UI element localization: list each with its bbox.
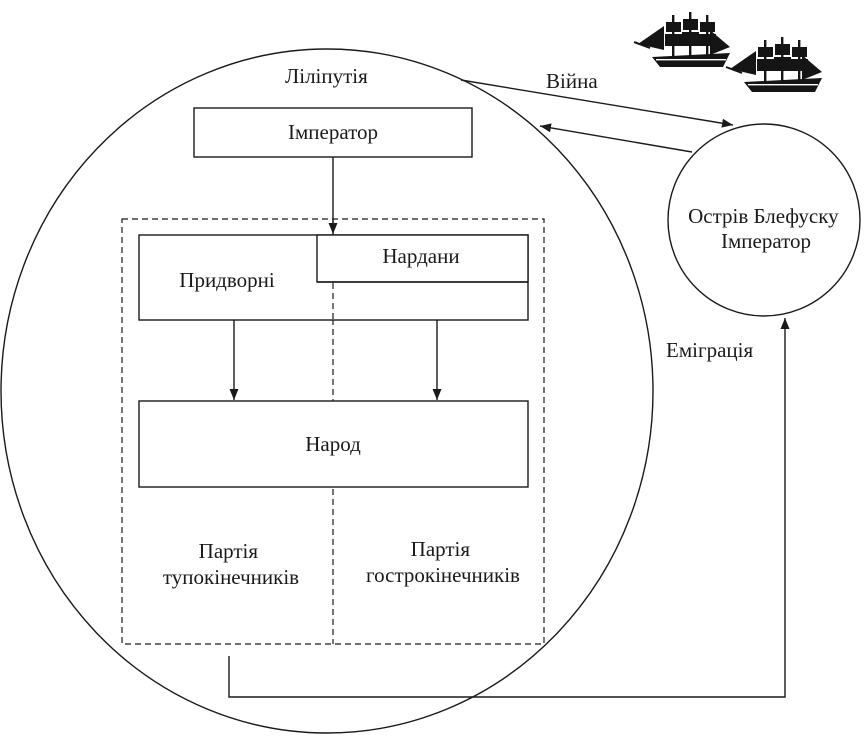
nardany-label: Нардани — [382, 244, 459, 268]
party-blunt-label: Партія тупокінечників — [163, 539, 299, 589]
emigration-arrow — [228, 318, 790, 698]
party-sharp-line1: Партія — [411, 537, 471, 561]
party-blunt-line1: Партія — [199, 539, 259, 563]
lilliput-label: Ліліпутія — [285, 64, 368, 88]
blefuscu-line2: Імператор — [721, 229, 811, 253]
war-label: Війна — [546, 69, 598, 93]
sailing-ship-icon — [633, 11, 731, 68]
party-sharp-label: Партія гострокінечників — [366, 537, 520, 587]
emigration-label: Еміграція — [666, 338, 753, 362]
people-label: Народ — [305, 432, 361, 456]
people-box — [138, 400, 529, 488]
war-arrow-to-blefuscu — [460, 79, 734, 128]
war-arrow-to-lilliput — [539, 123, 693, 153]
courtiers-label: Придворні — [179, 268, 275, 292]
sailing-ship-icon — [725, 36, 823, 93]
party-blunt-line2: тупокінечників — [163, 565, 299, 589]
blefuscu-circle — [667, 123, 861, 317]
emperor-label: Імператор — [288, 120, 378, 144]
blefuscu-line1: Острів Блефуску — [688, 204, 839, 228]
party-sharp-line2: гострокінечників — [366, 563, 520, 587]
lilliput-circle — [0, 48, 654, 734]
blefuscu-label: Острів Блефуску Імператор — [688, 204, 844, 253]
